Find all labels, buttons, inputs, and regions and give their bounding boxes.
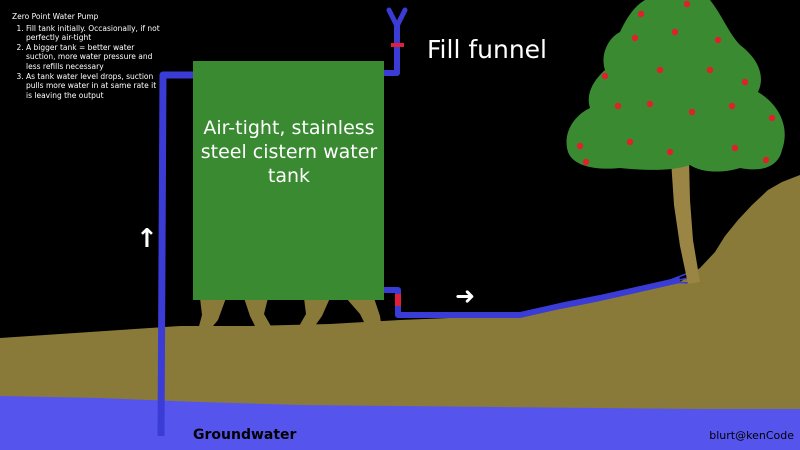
valve-icon: [391, 43, 404, 47]
instructions-notes: Zero Point Water Pump Fill tank initiall…: [12, 12, 162, 100]
tank-supports: [198, 298, 382, 332]
tank-label: Air-tight, stainless steel cistern water…: [200, 117, 378, 187]
notes-item: Fill tank initially. Occasionally, if no…: [26, 24, 162, 43]
soil-ground: [0, 175, 800, 412]
intake-pipe: [157, 71, 193, 437]
outlet-valve: [395, 294, 401, 306]
right-arrow-icon: ➜: [455, 282, 476, 310]
water-tank: [193, 61, 384, 300]
root-drip-lines: [659, 273, 691, 285]
notes-item: A bigger tank = better water suction, mo…: [26, 43, 162, 72]
tree-foliage: [566, 0, 785, 172]
notes-title: Zero Point Water Pump: [12, 12, 99, 21]
tree-trunk: [671, 160, 700, 284]
author-credit: blurt@kenCode: [709, 429, 794, 442]
funnel-icon: [386, 7, 408, 29]
notes-list: Fill tank initially. Occasionally, if no…: [12, 24, 162, 101]
groundwater-label: Groundwater: [193, 427, 297, 443]
fill-funnel-label: Fill funnel: [427, 35, 548, 64]
apple-fruits: [576, 0, 776, 166]
fill-pipe: [384, 25, 400, 76]
groundwater: [0, 396, 800, 450]
apple-tree-icon: [566, 0, 785, 284]
up-arrow-icon: ↑: [136, 224, 158, 254]
notes-item: As tank water level drops, suction pulls…: [26, 72, 162, 101]
